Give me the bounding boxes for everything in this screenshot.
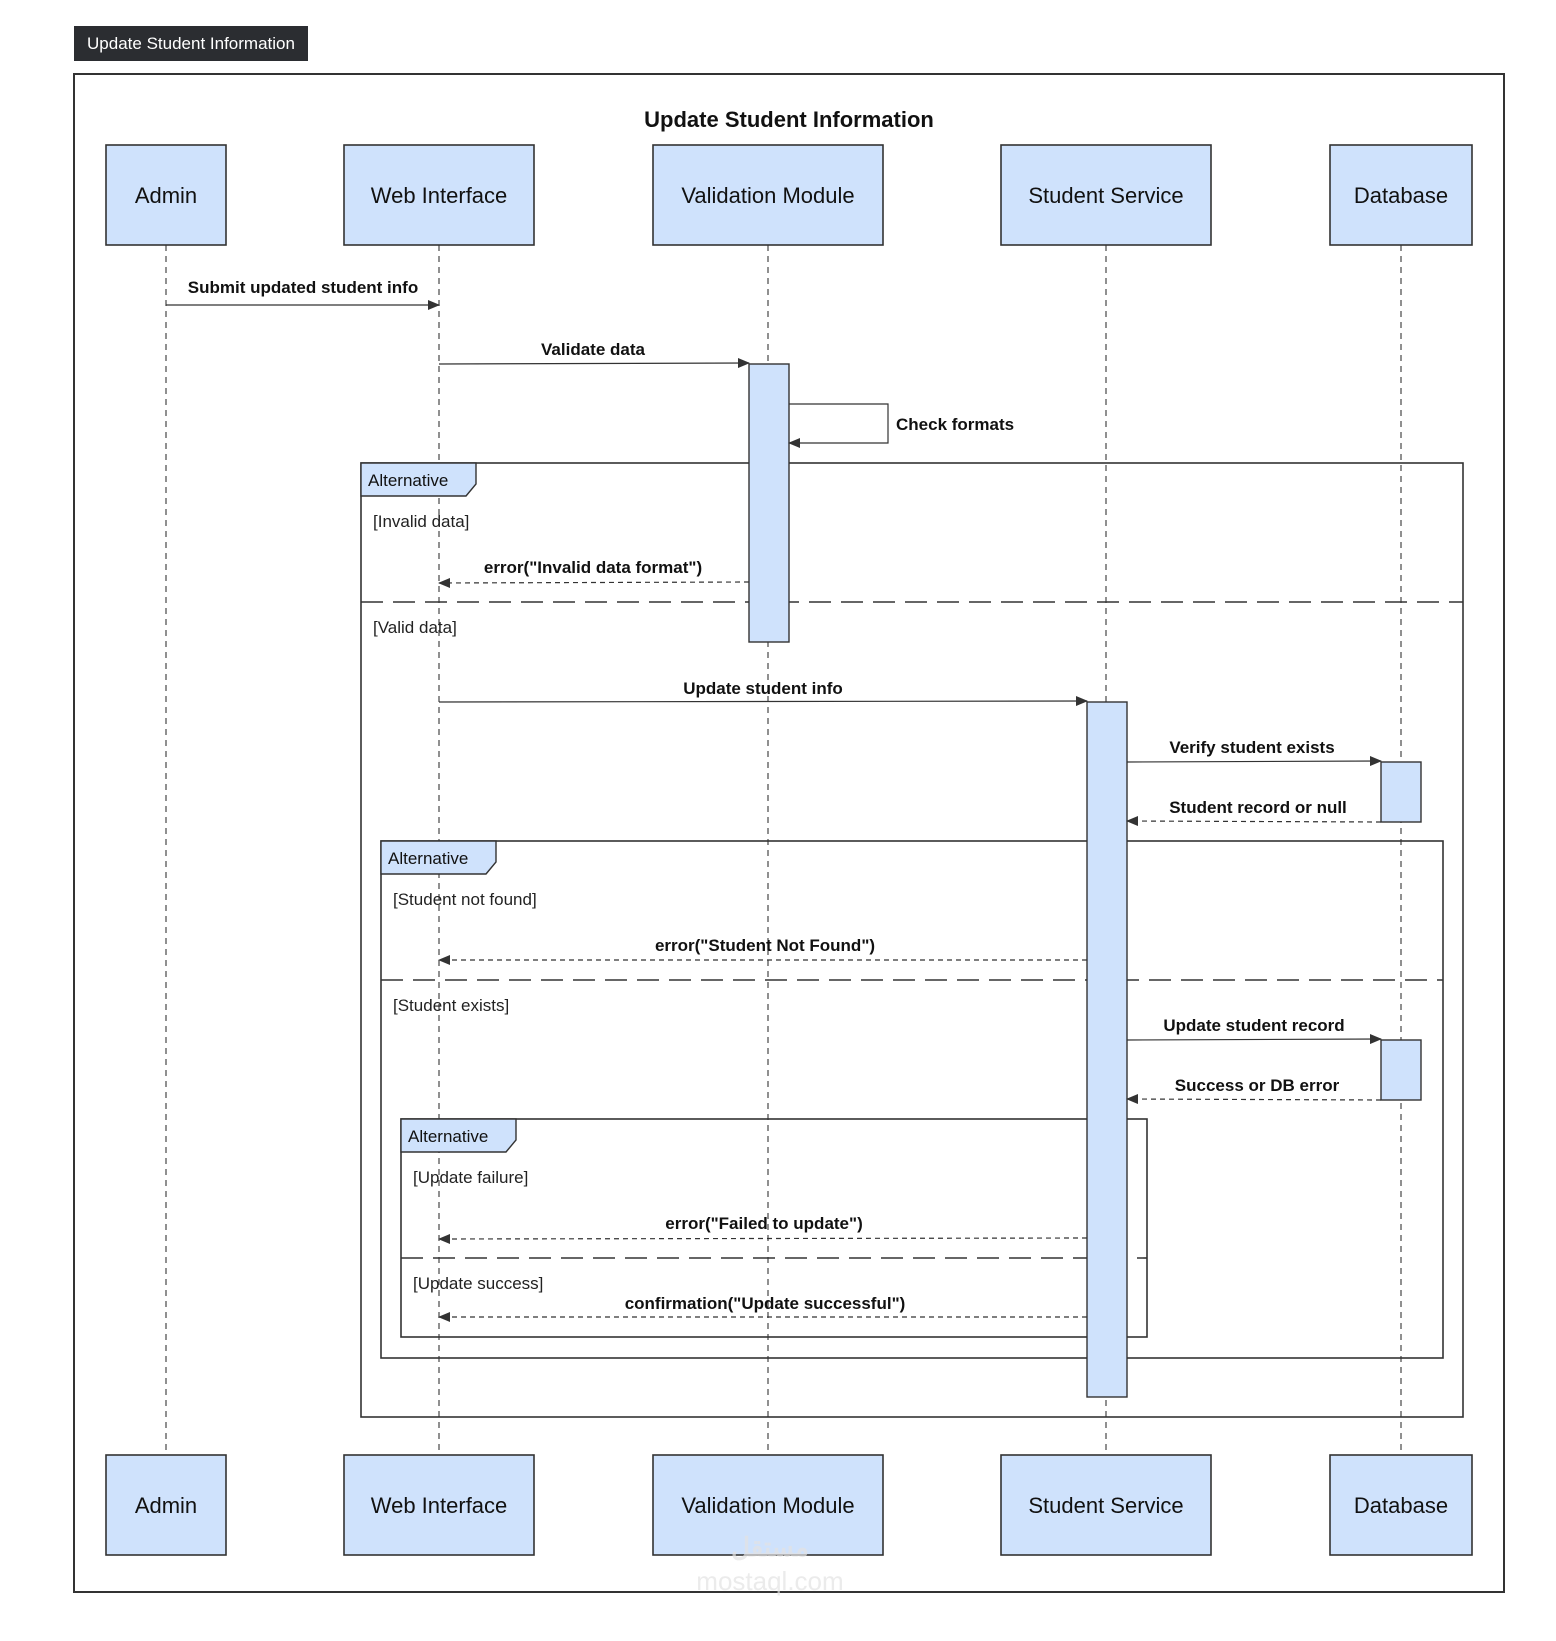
actor-database-top: Database	[1329, 144, 1473, 246]
diagram-border	[73, 73, 1505, 1593]
actor-label: Database	[1354, 1493, 1448, 1518]
actor-admin-top: Admin	[105, 144, 227, 246]
alt-fragment-student-lookup: Alternative [Student not found] [Student…	[380, 840, 1444, 1359]
message-label: Verify student exists	[1169, 738, 1334, 757]
fragment-tag	[380, 840, 497, 875]
guard-invalid-data: [Invalid data]	[373, 512, 469, 531]
activation-validation-module	[748, 363, 790, 643]
message-error-student-not-found: error("Student Not Found")	[438, 936, 1087, 965]
message-validate-data: Validate data	[438, 340, 750, 369]
watermark: مستقل mostaql.com	[696, 1532, 843, 1596]
guard-student-not-found: [Student not found]	[393, 890, 537, 909]
actor-label: Validation Module	[681, 1493, 854, 1518]
message-success-or-db-error: Success or DB error	[1126, 1076, 1382, 1105]
actor-label: Validation Module	[681, 183, 854, 208]
diagram-title: Update Student Information	[644, 107, 934, 132]
message-label: confirmation("Update successful")	[625, 1294, 906, 1313]
message-submit-updated-info: Submit updated student info	[166, 278, 440, 310]
message-confirmation-update-successful: confirmation("Update successful")	[438, 1294, 1087, 1322]
activation-database-update	[1380, 1039, 1422, 1101]
actor-student-service-bottom: Student Service	[1000, 1454, 1212, 1556]
message-error-invalid-format: error("Invalid data format")	[438, 558, 750, 588]
actor-student-service-top: Student Service	[1000, 144, 1212, 246]
message-verify-student-exists: Verify student exists	[1126, 738, 1382, 767]
fragment-tag	[360, 462, 477, 497]
alt-fragment-update-result: Alternative [Update failure] [Update suc…	[400, 1118, 1148, 1338]
message-update-student-info: Update student info	[438, 679, 1088, 707]
message-label: error("Invalid data format")	[484, 558, 702, 577]
message-check-formats: Check formats	[788, 403, 1014, 448]
actor-label: Database	[1354, 183, 1448, 208]
actor-label: Student Service	[1028, 183, 1183, 208]
fragment-tag-label: Alternative	[368, 471, 448, 490]
message-label: Student record or null	[1169, 798, 1347, 817]
guard-update-success: [Update success]	[413, 1274, 543, 1293]
actor-label: Admin	[135, 1493, 197, 1518]
message-error-failed-to-update: error("Failed to update")	[438, 1214, 1088, 1244]
message-student-record-or-null: Student record or null	[1126, 798, 1382, 827]
message-label: error("Failed to update")	[665, 1214, 862, 1233]
actor-admin-bottom: Admin	[105, 1454, 227, 1556]
actor-web-interface-top: Web Interface	[343, 144, 535, 246]
message-update-student-record: Update student record	[1126, 1016, 1382, 1045]
message-label: Success or DB error	[1175, 1076, 1340, 1095]
guard-student-exists: [Student exists]	[393, 996, 509, 1015]
guard-valid-data: [Valid data]	[373, 618, 457, 637]
actor-label: Admin	[135, 183, 197, 208]
fragment-tag	[400, 1118, 517, 1153]
message-label: Validate data	[541, 340, 645, 359]
actor-label: Web Interface	[371, 1493, 508, 1518]
watermark-arabic: مستقل	[731, 1532, 809, 1562]
fragment-tag-label: Alternative	[408, 1127, 488, 1146]
message-label: Update student record	[1163, 1016, 1344, 1035]
actor-web-interface-bottom: Web Interface	[343, 1454, 535, 1556]
activation-student-service	[1086, 701, 1128, 1398]
message-label: Check formats	[896, 415, 1014, 434]
alt-fragment-validation: Alternative [Invalid data] [Valid data]	[360, 462, 1464, 1418]
fragment-tag-label: Alternative	[388, 849, 468, 868]
guard-update-failure: [Update failure]	[413, 1168, 528, 1187]
diagram-tab-label[interactable]: Update Student Information	[74, 26, 308, 61]
actor-validation-module-top: Validation Module	[652, 144, 884, 246]
message-label: Submit updated student info	[188, 278, 418, 297]
watermark-latin: mostaql.com	[696, 1566, 843, 1596]
actor-validation-module-bottom: Validation Module	[652, 1454, 884, 1556]
message-label: error("Student Not Found")	[655, 936, 875, 955]
actor-label: Student Service	[1028, 1493, 1183, 1518]
actor-database-bottom: Database	[1329, 1454, 1473, 1556]
actor-label: Web Interface	[371, 183, 508, 208]
message-label: Update student info	[683, 679, 843, 698]
activation-database-verify	[1380, 761, 1422, 823]
